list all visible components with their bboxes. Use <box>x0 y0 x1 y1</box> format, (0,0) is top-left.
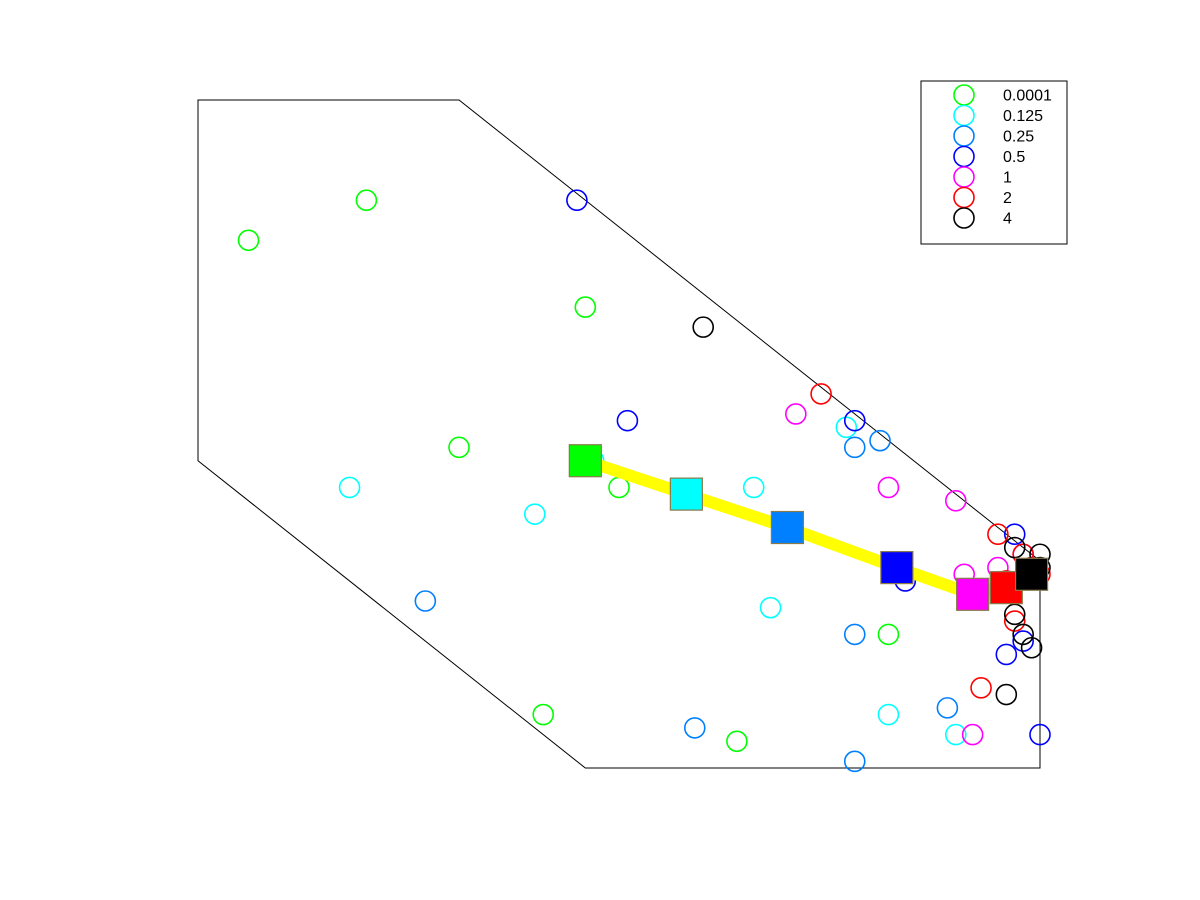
scatter-point-series-3-0 <box>566 189 588 211</box>
scatter-point-series-0-3 <box>448 436 470 459</box>
legend-label-6: 4 <box>1003 211 1012 228</box>
scatter-point-series-4-0 <box>785 403 807 425</box>
legend-box <box>920 80 1068 245</box>
mean-marker-series-2 <box>770 510 805 545</box>
scatter-point-series-5-1 <box>970 677 992 699</box>
scatter-point-series-0-1 <box>355 189 378 211</box>
mean-marker-series-3 <box>880 550 914 585</box>
scatter-point-series-2-0 <box>414 590 437 612</box>
scatter-point-series-0-2 <box>574 296 597 318</box>
legend-label-0: 0.0001 <box>1003 88 1052 105</box>
scatter-point-series-1-5 <box>835 416 858 439</box>
scatter-point-series-6-4 <box>1020 636 1043 659</box>
legend-label-1: 0.125 <box>1003 108 1043 125</box>
legend-label-4: 1 <box>1003 170 1012 187</box>
scatter-point-series-3-6 <box>1012 630 1034 652</box>
scatter-point-series-4-2 <box>944 489 967 512</box>
scatter-point-series-5-4 <box>1003 610 1026 632</box>
scatter-point-series-0-0 <box>237 229 260 252</box>
scatter-point-series-6-7 <box>1003 536 1026 559</box>
scatter-point-series-1-7 <box>944 723 967 746</box>
legend-label-3: 0.5 <box>1003 149 1025 166</box>
scatter-point-series-0-6 <box>726 730 748 753</box>
scatter-point-series-2-5 <box>936 697 959 719</box>
scatter-point-series-2-1 <box>683 717 706 739</box>
mean-marker-series-1 <box>669 477 703 511</box>
scatter-point-series-6-1 <box>995 683 1018 706</box>
scatter-point-series-1-4 <box>759 596 782 619</box>
scatter-point-series-2-6 <box>843 750 866 773</box>
scatter-point-series-1-6 <box>877 703 900 726</box>
scatter-point-series-5-2 <box>987 523 1009 546</box>
scatter-point-series-1-0 <box>338 476 361 499</box>
legend: 0.0001 0.125 0.25 0.5 1 2 4 <box>920 80 1068 245</box>
mean-path-line <box>579 454 1038 601</box>
region-boundary-layer <box>197 99 1041 769</box>
scatter-point-series-0-5 <box>532 703 555 726</box>
scatter-point-series-6-0 <box>692 316 715 338</box>
scatter-point-series-5-0 <box>810 383 832 405</box>
mean-marker-series-4 <box>956 577 990 611</box>
mean-path-layer <box>579 454 1038 601</box>
mean-markers-layer <box>568 444 1049 611</box>
scatter-point-series-2-2 <box>843 623 866 646</box>
scatter-point-series-2-4 <box>869 429 891 452</box>
scatter-point-series-3-5 <box>1003 523 1026 546</box>
mean-marker-series-6 <box>1014 557 1049 591</box>
scatter-point-series-3-1 <box>616 409 639 432</box>
scatter-point-series-1-3 <box>742 476 765 499</box>
scatter-point-series-4-7 <box>961 723 984 746</box>
scatter-point-series-6-3 <box>1012 623 1034 646</box>
scatter-point-series-0-7 <box>877 623 900 646</box>
scatter-point-series-1-1 <box>523 503 546 525</box>
scatter-point-series-6-2 <box>1003 603 1026 626</box>
legend-marker-6 <box>953 207 975 229</box>
scatter-point-series-4-1 <box>877 476 900 499</box>
scatter-point-series-3-4 <box>995 643 1018 666</box>
scatter-point-series-3-2 <box>843 409 866 432</box>
legend-label-5: 2 <box>1003 190 1012 207</box>
scatter-point-series-3-7 <box>1029 723 1051 746</box>
region-polygon <box>197 99 1041 769</box>
mean-marker-series-0 <box>568 444 602 478</box>
legend-label-2: 0.25 <box>1003 129 1034 146</box>
scatter-point-series-2-3 <box>843 436 866 459</box>
